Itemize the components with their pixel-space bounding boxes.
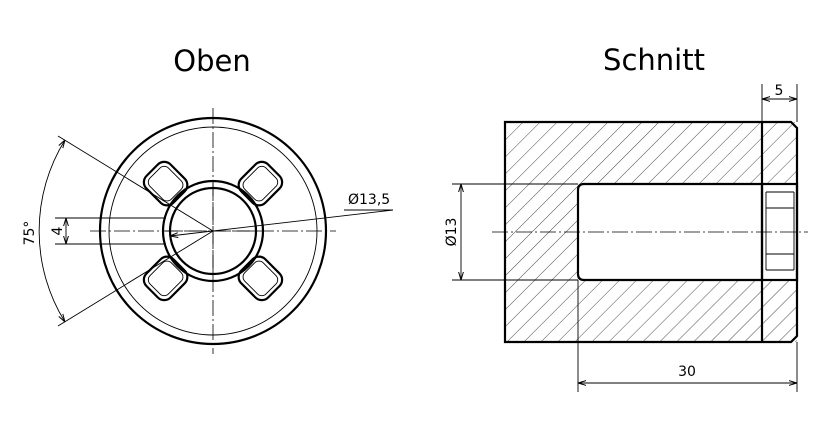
section-outline bbox=[503, 120, 799, 344]
angle-ext-upper bbox=[57, 135, 214, 232]
diameter-leader bbox=[170, 209, 394, 236]
bore-diameter-label: Ø13 bbox=[444, 218, 460, 247]
depth-label: 5 bbox=[775, 83, 784, 99]
top-view-title: Oben bbox=[173, 44, 250, 78]
section-view-title: Schnitt bbox=[603, 43, 705, 77]
length-label: 30 bbox=[678, 364, 696, 380]
width-label: 4 bbox=[50, 226, 66, 235]
top-view: Oben bbox=[22, 44, 394, 354]
center-bore-outer bbox=[161, 179, 265, 283]
slot-cutouts bbox=[142, 160, 284, 302]
angle-label: 75° bbox=[22, 221, 38, 246]
diameter-label: Ø13,5 bbox=[348, 192, 390, 208]
section-view: Schnitt Ø13 30 bbox=[444, 43, 808, 392]
angle-arc bbox=[38, 140, 65, 322]
angle-ext-lower bbox=[57, 230, 214, 327]
